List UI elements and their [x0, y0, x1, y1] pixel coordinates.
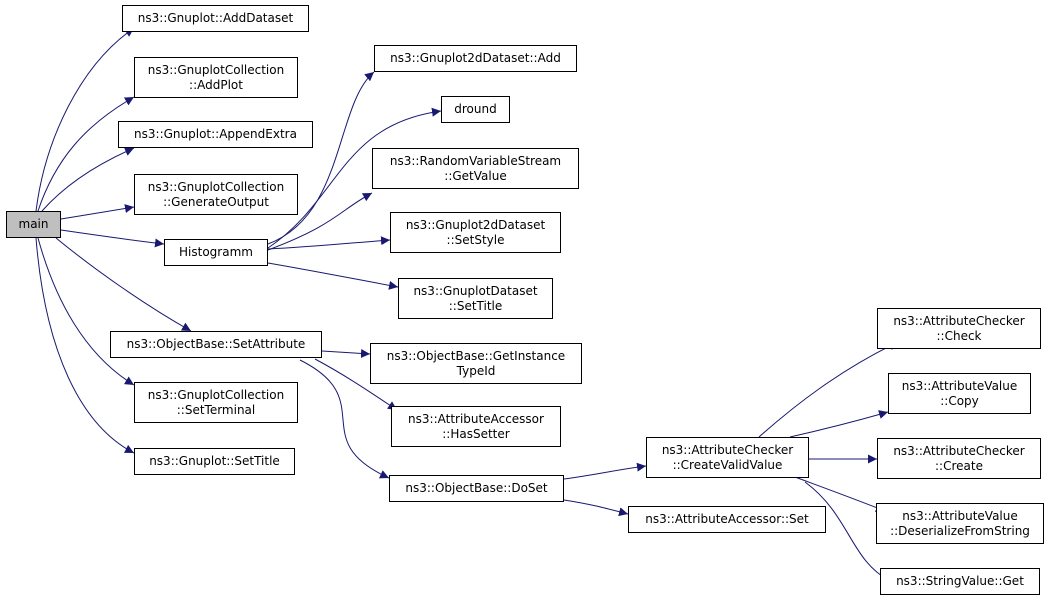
node-label-line1: ns3::Gnuplot2dDataset — [405, 217, 546, 232]
edge-histogramm-dround — [267, 107, 442, 249]
node-attributeaccessor-hassetter[interactable]: ns3::AttributeAccessor ::HasSetter — [391, 406, 561, 447]
edge-cvv-check — [758, 341, 899, 438]
node-label: ns3::Gnuplot::AppendExtra — [134, 127, 297, 141]
edge-main-addplot — [37, 96, 135, 212]
node-label-line1: ns3::AttributeValue — [902, 508, 1018, 523]
node-gnuplotcollection-addplot[interactable]: ns3::GnuplotCollection ::AddPlot — [134, 57, 298, 98]
node-gnuplot2ddataset-add[interactable]: ns3::Gnuplot2dDataset::Add — [374, 45, 577, 72]
node-label-line2: ::HasSetter — [442, 426, 510, 441]
node-gnuplotdataset-settitle[interactable]: ns3::GnuplotDataset ::SetTitle — [398, 278, 553, 319]
node-label: ns3::Gnuplot2dDataset::Add — [390, 51, 561, 65]
node-label-line1: ns3::AttributeChecker — [893, 313, 1025, 328]
node-attributeaccessor-set[interactable]: ns3::AttributeAccessor::Set — [628, 506, 826, 533]
node-objectbase-getinstancetypeid[interactable]: ns3::ObjectBase::GetInstance TypeId — [370, 343, 582, 384]
node-label: ns3::Gnuplot::SetTitle — [149, 454, 280, 468]
node-label-line1: ns3::GnuplotCollection — [147, 387, 285, 402]
edge-doset-createvalidvalue — [563, 462, 647, 480]
node-label-line1: ns3::GnuplotCollection — [147, 62, 285, 77]
node-label-line1: ns3::AttributeValue — [901, 378, 1018, 393]
node-label-line2: ::SetTitle — [448, 298, 503, 313]
edge-main-appendextra — [41, 147, 135, 212]
node-label: ns3::ObjectBase::DoSet — [405, 481, 548, 495]
node-label: Histogramm — [179, 245, 253, 259]
node-label: dround — [454, 102, 497, 116]
edge-histogramm-gdssettitle — [267, 262, 399, 290]
node-gnuplot-adddataset[interactable]: ns3::Gnuplot::AddDataset — [122, 5, 309, 32]
edge-histogramm-setstyle — [267, 236, 391, 250]
node-label-line1: ns3::AttributeAccessor — [408, 411, 544, 426]
node-label-line2: ::GetValue — [444, 168, 507, 183]
node-label-line1: ns3::ObjectBase::GetInstance — [386, 348, 566, 363]
edge-histogramm-getvalue — [267, 192, 373, 251]
node-gnuplot2ddataset-setstyle[interactable]: ns3::Gnuplot2dDataset ::SetStyle — [390, 212, 561, 253]
node-label-line2: ::CreateValidValue — [672, 457, 783, 472]
node-histogramm[interactable]: Histogramm — [164, 239, 268, 266]
edge-doset-accessorset — [563, 499, 629, 517]
edge-cvv-stringget — [804, 481, 891, 582]
node-attributechecker-check[interactable]: ns3::AttributeChecker ::Check — [877, 308, 1041, 349]
node-label-line2: ::SetTerminal — [176, 402, 256, 417]
node-label-line2: ::Copy — [940, 393, 979, 408]
node-label-line2: ::Check — [936, 328, 982, 343]
node-stringvalue-get[interactable]: ns3::StringValue::Get — [880, 568, 1040, 595]
node-label-line1: ns3::GnuplotCollection — [147, 179, 285, 194]
node-label: ns3::StringValue::Get — [896, 574, 1024, 588]
edge-main-setterminal — [37, 237, 135, 386]
node-label-line2: ::Create — [935, 458, 983, 473]
node-label-line1: ns3::AttributeChecker — [661, 442, 794, 457]
node-objectbase-setattribute[interactable]: ns3::ObjectBase::SetAttribute — [110, 331, 322, 358]
edge-main-adddataset — [35, 27, 135, 212]
node-gnuplotcollection-generateoutput[interactable]: ns3::GnuplotCollection ::GenerateOutput — [134, 174, 298, 215]
edge-setattribute-doset — [299, 359, 390, 479]
edge-main-setattribute — [55, 237, 192, 332]
node-attributechecker-createvalidvalue[interactable]: ns3::AttributeChecker ::CreateValidValue — [646, 437, 809, 478]
edge-setattribute-getinstancetypeid — [321, 349, 371, 358]
node-randomvariablestream-getvalue[interactable]: ns3::RandomVariableStream ::GetValue — [372, 148, 579, 189]
edge-cvv-copy — [789, 410, 889, 438]
edge-main-generateoutput — [60, 204, 135, 220]
node-label-line2: ::AddPlot — [189, 77, 243, 92]
node-label-line1: ns3::AttributeChecker — [893, 443, 1025, 458]
node-label-line2: ::DeserializeFromString — [890, 523, 1030, 538]
edge-histogramm-g2dadd — [267, 71, 375, 245]
node-label-line2: ::SetStyle — [446, 232, 505, 247]
edge-main-histogramm — [60, 229, 165, 248]
node-gnuplot-settitle[interactable]: ns3::Gnuplot::SetTitle — [134, 448, 295, 475]
node-label-line2: TypeId — [456, 363, 496, 378]
node-gnuplot-appendextra[interactable]: ns3::Gnuplot::AppendExtra — [118, 121, 313, 148]
node-label: ns3::Gnuplot::AddDataset — [137, 11, 294, 25]
node-attributechecker-create[interactable]: ns3::AttributeChecker ::Create — [877, 438, 1041, 479]
node-gnuplotcollection-setterminal[interactable]: ns3::GnuplotCollection ::SetTerminal — [134, 382, 298, 423]
node-label: ns3::ObjectBase::SetAttribute — [126, 337, 306, 351]
node-main: main — [6, 211, 61, 238]
node-dround[interactable]: dround — [441, 96, 510, 123]
node-objectbase-doset[interactable]: ns3::ObjectBase::DoSet — [389, 475, 564, 502]
edge-main-gnuplotsettitle — [35, 237, 135, 454]
node-label-line1: ns3::RandomVariableStream — [389, 153, 562, 168]
edge-setattribute-hassetter — [314, 358, 398, 411]
node-attributevalue-copy[interactable]: ns3::AttributeValue ::Copy — [888, 373, 1031, 414]
node-label-line1: ns3::GnuplotDataset — [413, 283, 538, 298]
node-attributevalue-deserializefromstring[interactable]: ns3::AttributeValue ::DeserializeFromStr… — [876, 503, 1044, 544]
node-label-line2: ::GenerateOutput — [163, 194, 269, 209]
node-main-label: main — [18, 217, 49, 231]
node-label: ns3::AttributeAccessor::Set — [645, 512, 809, 526]
